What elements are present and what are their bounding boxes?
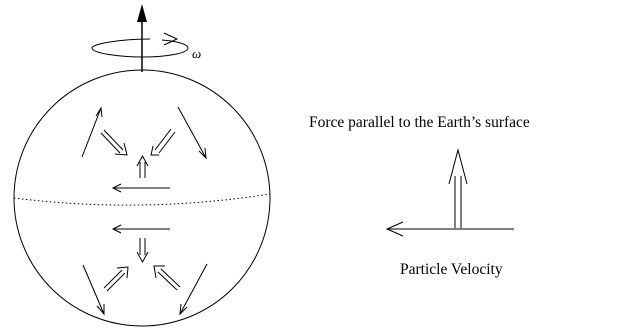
- force-label: Force parallel to the Earth’s surface: [309, 114, 530, 131]
- legend-force-arrow: [448, 148, 468, 228]
- rotation-ellipse: [91, 32, 189, 58]
- equator-line: [13, 193, 271, 206]
- earth-circle: [13, 69, 271, 327]
- rotation-axis: [137, 4, 147, 72]
- north-force-arrows: [100, 128, 176, 178]
- omega-label: ω: [192, 46, 201, 61]
- north-velocity-arrows: [81, 106, 207, 193]
- velocity-label: Particle Velocity: [400, 261, 503, 278]
- south-velocity-arrows: [82, 224, 208, 316]
- legend-velocity-arrow: [385, 221, 514, 237]
- south-force-arrows: [103, 238, 181, 292]
